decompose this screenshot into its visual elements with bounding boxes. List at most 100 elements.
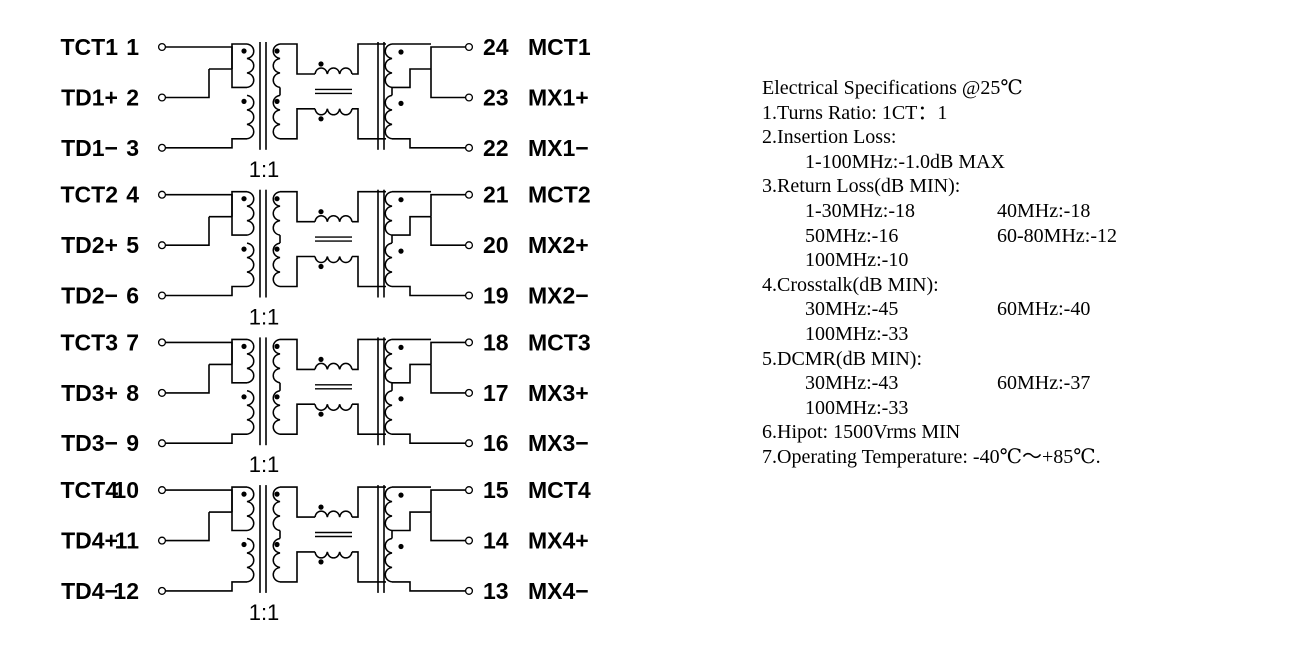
pin-terminal: [157, 291, 167, 300]
pin-name-label: TD4+: [61, 528, 118, 554]
polarity-dot: [398, 100, 404, 106]
wire: [165, 341, 247, 384]
spec-value: 100MHz:-10: [805, 249, 909, 272]
pin-name-label: MX4−: [528, 578, 589, 604]
pin-terminal: [464, 93, 474, 102]
choke-winding: [314, 214, 353, 222]
wire: [430, 364, 466, 394]
wire: [430, 46, 466, 69]
spec-value-row: 100MHz:-10: [762, 248, 1302, 273]
wire: [392, 433, 466, 445]
pin-name-label: MX1−: [528, 135, 589, 161]
pin-name-label: MCT4: [528, 477, 591, 503]
polarity-dot: [241, 541, 247, 548]
spec-value: 50MHz:-16: [805, 224, 899, 247]
spec-value-row: 100MHz:-33: [762, 396, 1302, 421]
choke-winding: [314, 67, 353, 75]
pin-name-label: TD1−: [61, 135, 118, 161]
coil-winding: [272, 537, 281, 583]
wire: [352, 190, 386, 223]
pin-number-label: 10: [113, 477, 139, 503]
pin-terminal: [464, 241, 474, 250]
polarity-dot: [318, 61, 324, 67]
pin-number-label: 23: [483, 85, 509, 111]
spec-value: 40MHz:-18: [997, 199, 1091, 222]
polarity-dot: [274, 343, 280, 349]
pin-terminal: [157, 586, 167, 595]
specs-heading: Electrical Specifications @25℃: [762, 77, 1023, 99]
spec-value: 30MHz:-45: [805, 298, 899, 321]
pin-terminal: [464, 536, 474, 545]
pin-number-label: 17: [483, 380, 509, 406]
coil-winding: [272, 390, 281, 435]
pin-number-label: 16: [483, 430, 509, 456]
polarity-dot: [398, 492, 404, 498]
polarity-dot: [274, 48, 280, 54]
coil-winding: [272, 94, 281, 140]
pin-number-label: 12: [113, 578, 139, 604]
polarity-dot: [398, 197, 404, 203]
coil-winding: [384, 43, 393, 89]
pin-terminal: [464, 388, 474, 397]
wire: [280, 551, 315, 583]
pin-terminal: [157, 190, 167, 199]
pin-name-label: TD4−: [61, 578, 118, 604]
coil-winding: [384, 190, 393, 236]
coil-winding: [384, 486, 393, 532]
pin-terminal: [157, 439, 167, 448]
pin-name-label: TD3−: [61, 430, 118, 456]
pin-terminal: [157, 486, 167, 495]
pin-number-label: 5: [126, 232, 139, 258]
coil-winding: [384, 390, 393, 435]
wire: [165, 216, 210, 246]
spec-value: 60MHz:-37: [997, 372, 1091, 395]
polarity-dot: [318, 504, 324, 510]
wire: [352, 551, 386, 583]
pin-number-label: 11: [115, 528, 140, 554]
coil-winding: [272, 190, 281, 236]
pin-terminal: [464, 42, 474, 52]
pin-terminal: [464, 190, 474, 199]
wire: [165, 138, 247, 149]
wire: [231, 43, 247, 69]
wire: [392, 581, 466, 592]
coil-winding: [384, 94, 393, 140]
pin-terminal: [464, 486, 474, 495]
polarity-dot: [398, 396, 404, 402]
pin-number-label: 19: [483, 283, 509, 309]
turns-ratio-label: 1:1: [249, 157, 280, 182]
wire: [430, 216, 466, 246]
pin-name-label: MCT2: [528, 182, 591, 208]
coil-winding: [246, 390, 255, 435]
wire: [392, 285, 466, 297]
polarity-dot: [318, 263, 324, 270]
wire: [430, 193, 466, 217]
pin-number-label: 2: [126, 85, 139, 111]
wire: [165, 69, 210, 99]
spec-value: 60-80MHz:-12: [997, 224, 1117, 247]
wire: [352, 338, 386, 371]
polarity-dot: [274, 491, 280, 497]
pin-number-label: 21: [483, 182, 509, 208]
wire: [165, 285, 247, 297]
spec-value: 60MHz:-40: [997, 298, 1091, 321]
pin-number-label: 8: [126, 380, 139, 406]
coil-winding: [246, 43, 255, 89]
wire: [280, 338, 315, 371]
pin-name-label: MX2−: [528, 283, 589, 309]
coil-winding: [384, 242, 393, 288]
wire: [352, 403, 386, 436]
wire: [392, 215, 431, 236]
polarity-dot: [398, 344, 404, 350]
spec-item-title: 5.DCMR(dB MIN):: [762, 347, 923, 370]
polarity-dot: [241, 491, 247, 497]
pin-number-label: 7: [126, 329, 139, 355]
choke-winding: [314, 551, 353, 559]
pin-terminal: [464, 143, 474, 152]
coil-winding: [384, 537, 393, 583]
coil-winding: [272, 338, 281, 384]
